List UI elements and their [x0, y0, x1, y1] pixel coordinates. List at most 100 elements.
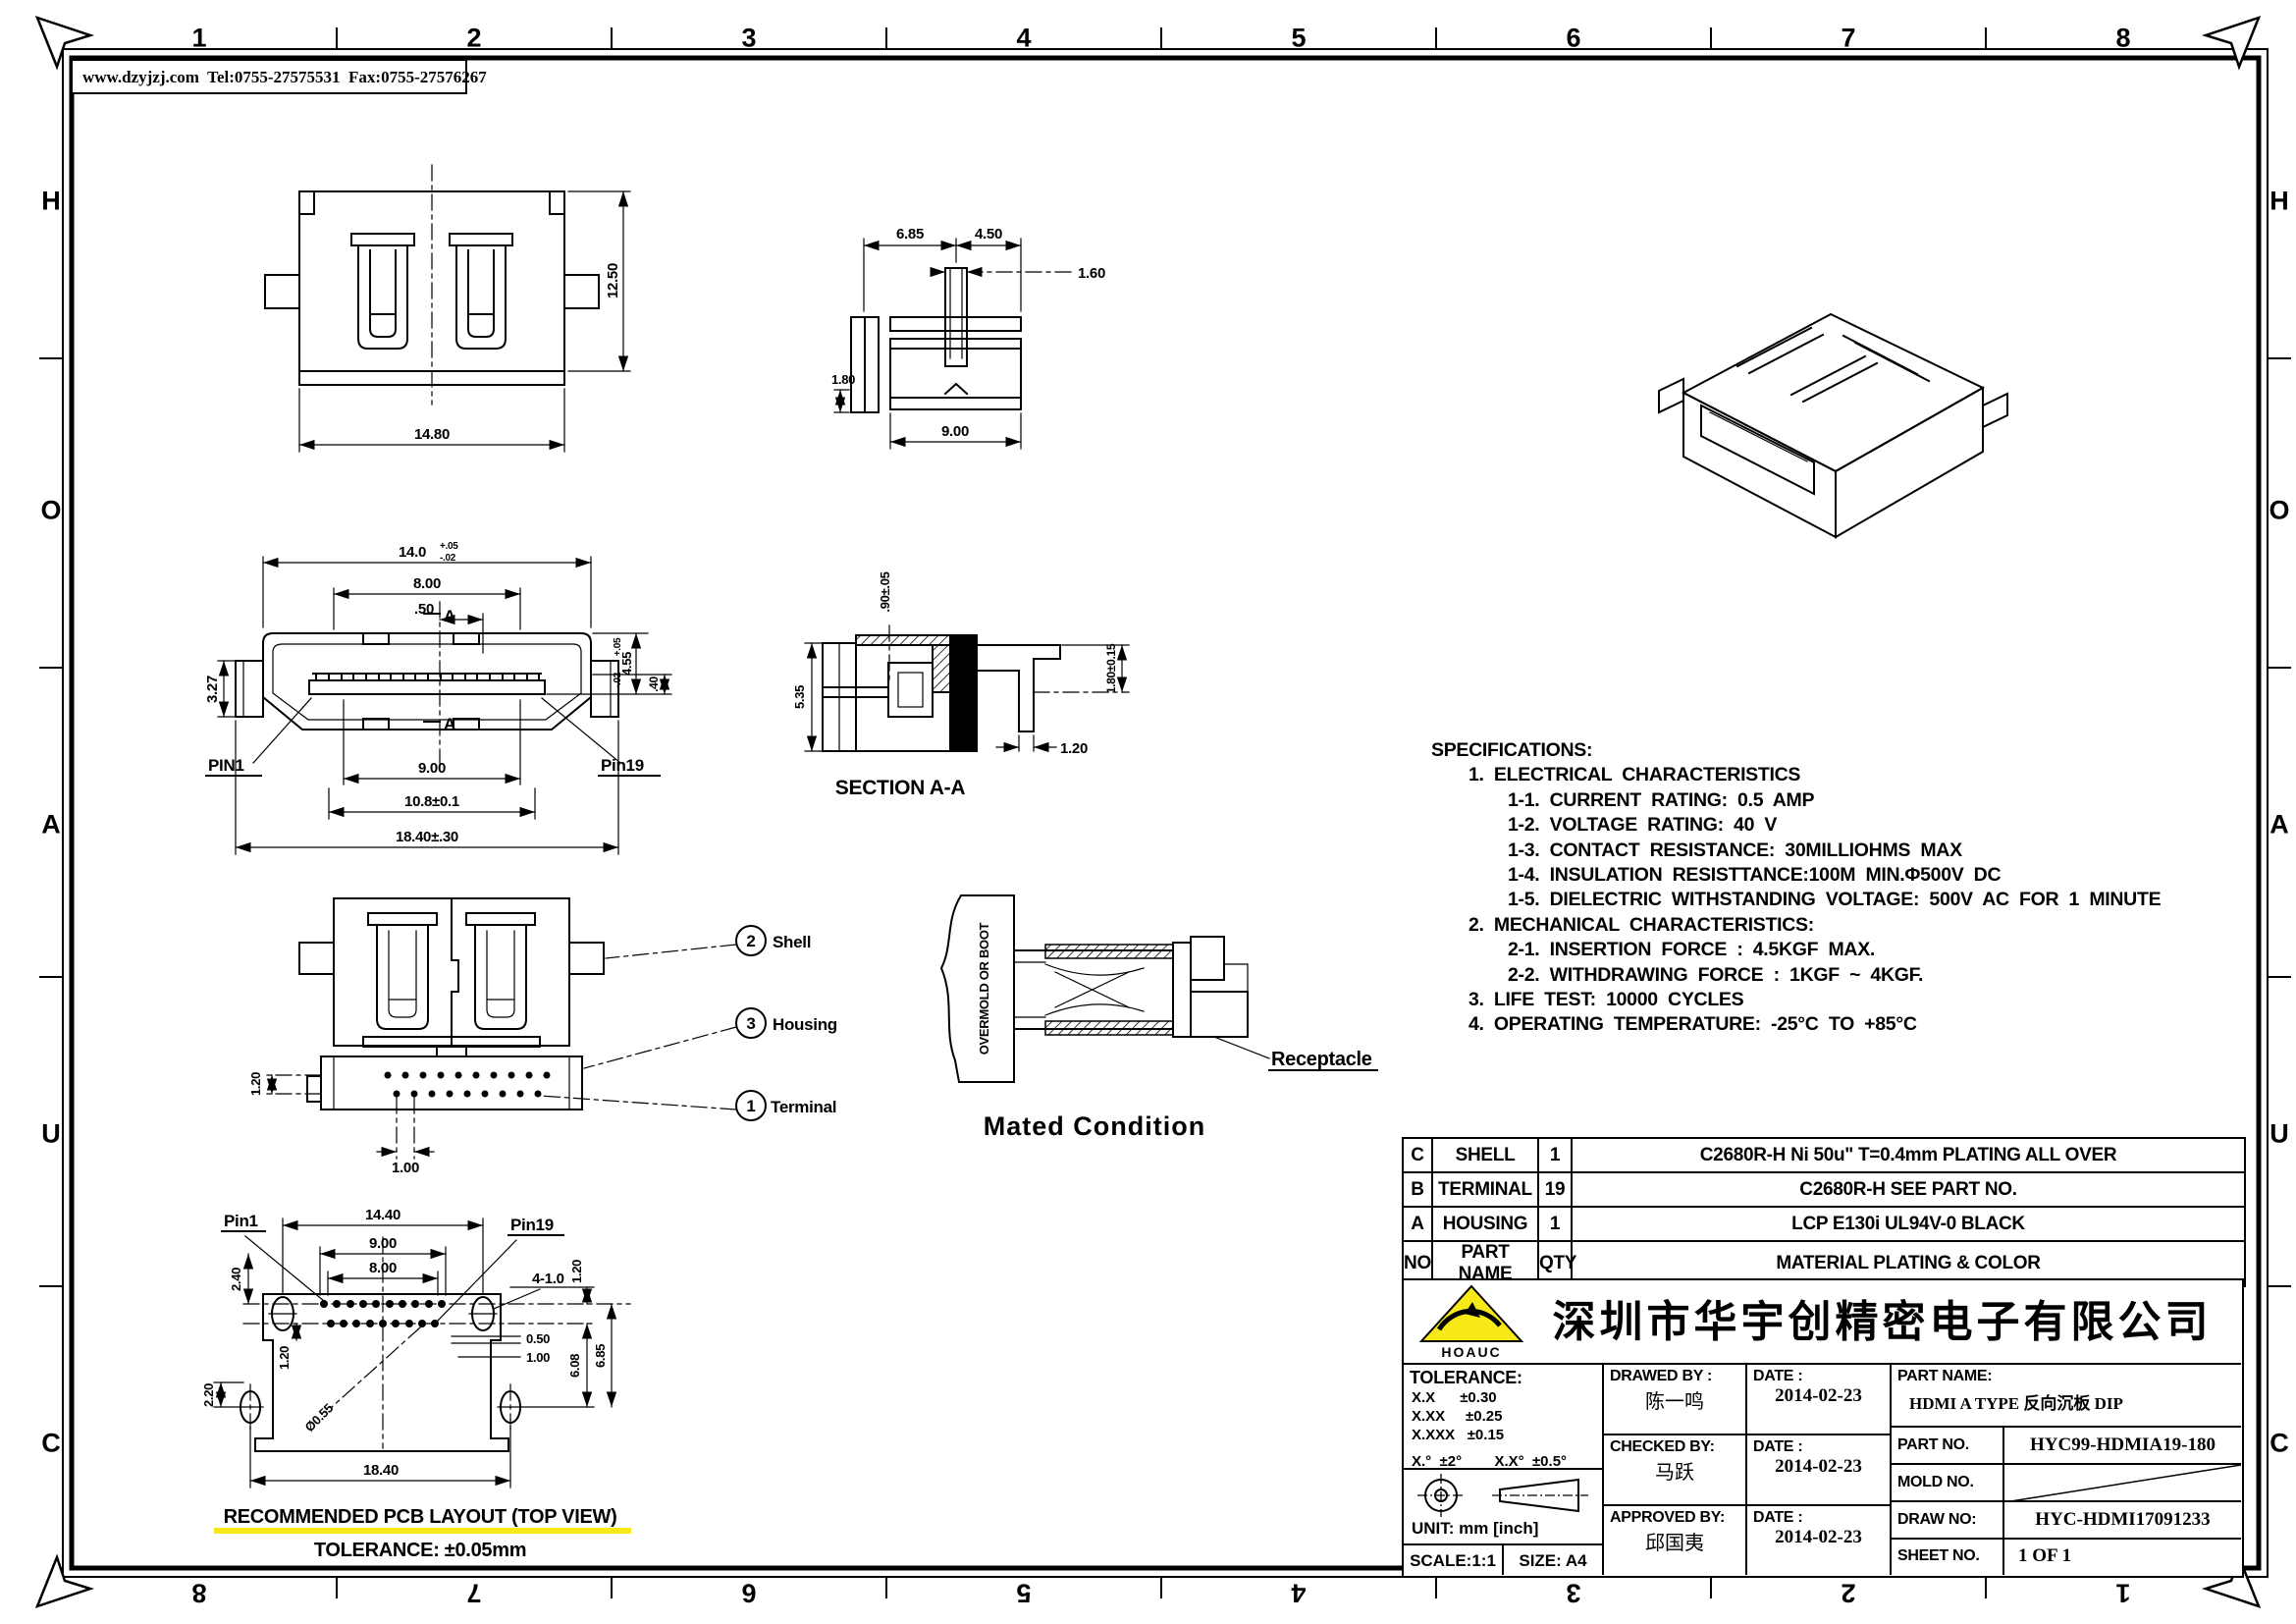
pcb-tolerance-note: TOLERANCE: ±0.05mm: [314, 1540, 526, 1561]
zone-col-bottom: 3: [1566, 1578, 1581, 1608]
view-section: .90±.05 5.35 1.80±0.15 1.20 SECTION A-A: [792, 571, 1130, 799]
dim-tolerance: -.02: [613, 672, 623, 688]
callout-housing-label: Housing: [773, 1015, 837, 1034]
zone-row-left: U: [41, 1118, 61, 1149]
row-qty: 19: [1537, 1171, 1573, 1208]
part-no-value-cell: HYC99-HDMIA19-180: [2004, 1428, 2241, 1465]
mold-no-label-cell: MOLD NO.: [1892, 1465, 2004, 1502]
approved-date: 2014-02-23: [1775, 1527, 1862, 1547]
tolerance-row: X.XXX ±0.15: [1412, 1427, 1505, 1443]
draw-no-label-cell: DRAW NO:: [1892, 1502, 2004, 1540]
row-part-name: TERMINAL: [1431, 1171, 1539, 1208]
row-part-name: SHELL: [1431, 1137, 1539, 1173]
dim-label: 0.50: [526, 1331, 550, 1346]
checked-by-cell: CHECKED BY: 马跃: [1604, 1435, 1747, 1506]
dim-label: 1.00: [526, 1350, 550, 1365]
dim-label: 9.00: [941, 423, 969, 440]
spec-line: 3. LIFE TEST: 10000 CYCLES: [1468, 989, 1744, 1011]
sheet-no-value-cell: 1 OF 1: [2018, 1545, 2072, 1566]
spec-line: 1-4. INSULATION RESISTTANCE:100M MIN.Φ50…: [1508, 864, 2002, 887]
table-row: C SHELL 1 C2680R-H Ni 50u" T=0.4mm PLATI…: [1402, 1137, 2246, 1173]
tolerance-row: X.XX ±0.25: [1412, 1408, 1503, 1425]
spec-line: 2-2. WITHDRAWING FORCE : 1KGF ~ 4KGF.: [1508, 963, 1924, 986]
specifications-block: SPECIFICATIONS: 1. ELECTRICAL CHARACTERI…: [1431, 738, 2246, 1038]
spec-line: 1-1. CURRENT RATING: 0.5 AMP: [1508, 788, 1815, 811]
drawn-by-name: 陈一鸣: [1645, 1389, 1704, 1413]
projection-cone-icon: [1492, 1478, 1588, 1513]
dim-label: 1.20: [277, 1346, 292, 1370]
dim-label: 1.00: [392, 1160, 419, 1176]
drawn-date: 2014-02-23: [1775, 1385, 1862, 1406]
dim-label: 4.50: [975, 226, 1002, 243]
callout-terminal-label: Terminal: [771, 1098, 836, 1116]
zone-col-top: 3: [741, 23, 757, 53]
projection-target-icon: [1417, 1474, 1465, 1517]
pin1-label: Pin1: [224, 1212, 258, 1230]
zone-row-right: C: [2269, 1428, 2289, 1458]
section-title: SECTION A-A: [835, 777, 966, 799]
callout-number: 1: [746, 1097, 755, 1115]
tolerance-cell: TOLERANCE: X.X ±0.30 X.XX ±0.25 X.XXX ±0…: [1404, 1365, 1604, 1470]
zone-row-left: O: [40, 495, 62, 525]
spec-line: 2-1. INSERTION FORCE : 4.5KGF MAX.: [1508, 939, 1876, 961]
section-mark: A: [444, 607, 455, 625]
callout-number: 3: [746, 1014, 755, 1033]
dim-label: 5.35: [792, 685, 807, 709]
zone-col-bottom: 1: [2115, 1578, 2131, 1608]
zone-col-bottom: 6: [741, 1578, 757, 1608]
zone-row-left: A: [41, 809, 61, 839]
dim-label: .50: [414, 601, 434, 618]
dim-label: 1.20: [1060, 740, 1088, 757]
dim-label: 3.27: [204, 676, 221, 703]
dim-label: 8.00: [413, 575, 441, 592]
part-name-cell: PART NAME: HDMI A TYPE 反向沉板 DIP: [1892, 1365, 2241, 1428]
part-no-label-cell: PART NO.: [1892, 1428, 2004, 1465]
dim-label: 10.8±0.1: [404, 793, 459, 810]
view-pcb-layout: 14.40 9.00 8.00 2.40 Pin1 Pin19 1.20 4-1…: [201, 1207, 631, 1561]
dim-label: 14.40: [365, 1207, 400, 1223]
checked-by-name: 马跃: [1655, 1460, 1694, 1484]
website-contact-bar: www.dzyjzj.com Tel:0755-27575531 Fax:075…: [71, 59, 487, 94]
company-logo-icon: HOAUC: [1418, 1284, 1524, 1360]
dim-label: 6.08: [567, 1354, 582, 1378]
zone-col-bottom: 2: [1841, 1578, 1856, 1608]
row-no: B: [1402, 1171, 1433, 1208]
spec-line: 2. MECHANICAL CHARACTERISTICS:: [1468, 913, 1814, 936]
svg-text:HOAUC: HOAUC: [1441, 1344, 1501, 1360]
dim-tolerance: -.02: [440, 553, 456, 564]
dim-label: 1.60: [1078, 265, 1105, 282]
dim-label: 6.85: [896, 226, 924, 243]
table-row: B TERMINAL 19 C2680R-H SEE PART NO.: [1402, 1171, 2246, 1208]
spec-line: 1-3. CONTACT RESISTANCE: 30MILLIOHMS MAX: [1508, 839, 1962, 861]
size-cell: SIZE: A4: [1504, 1545, 1604, 1575]
mated-condition-title: Mated Condition: [984, 1111, 1205, 1141]
approved-by-name: 邱国夷: [1645, 1531, 1704, 1554]
drawn-by-cell: DRAWED BY : 陈一鸣: [1604, 1365, 1747, 1435]
tolerance-row: X.X ±0.30: [1412, 1389, 1497, 1406]
zone-col-top: 5: [1291, 23, 1307, 53]
zone-row-right: O: [2269, 495, 2290, 525]
unit-cell: UNIT: mm [inch]: [1404, 1470, 1604, 1545]
parts-material-table: C SHELL 1 C2680R-H Ni 50u" T=0.4mm PLATI…: [1402, 1137, 2246, 1287]
view-rear: 14.80 12.50: [264, 164, 631, 453]
dim-label: 1.20: [569, 1260, 584, 1283]
row-material: C2680R-H SEE PART NO.: [1571, 1171, 2246, 1208]
zone-col-top: 4: [1016, 23, 1032, 53]
row-qty: 1: [1537, 1137, 1573, 1173]
receptacle-label: Receptacle: [1271, 1049, 1372, 1070]
dim-label: 1.20: [248, 1072, 263, 1096]
draw-no-value-cell: HYC-HDMI17091233: [2004, 1502, 2241, 1540]
approved-by-cell: APPROVED BY: 邱国夷: [1604, 1506, 1747, 1575]
zone-row-right: H: [2269, 186, 2289, 216]
dim-label: .90±.05: [878, 571, 892, 612]
company-row: HOAUC 深圳市华宇创精密电子有限公司: [1404, 1280, 2241, 1365]
zone-row-left: C: [41, 1428, 61, 1458]
spec-line: SPECIFICATIONS:: [1431, 739, 1593, 761]
dim-tolerance: +.05: [613, 637, 623, 656]
row-qty: 1: [1537, 1206, 1573, 1242]
spec-line: 1-2. VOLTAGE RATING: 40 V: [1508, 814, 1778, 837]
tolerance-label: TOLERANCE:: [1410, 1368, 1522, 1387]
dim-label: 9.00: [418, 760, 446, 777]
yellow-underline: [214, 1528, 631, 1534]
row-material: LCP E130i UL94V-0 BLACK: [1571, 1206, 2246, 1242]
